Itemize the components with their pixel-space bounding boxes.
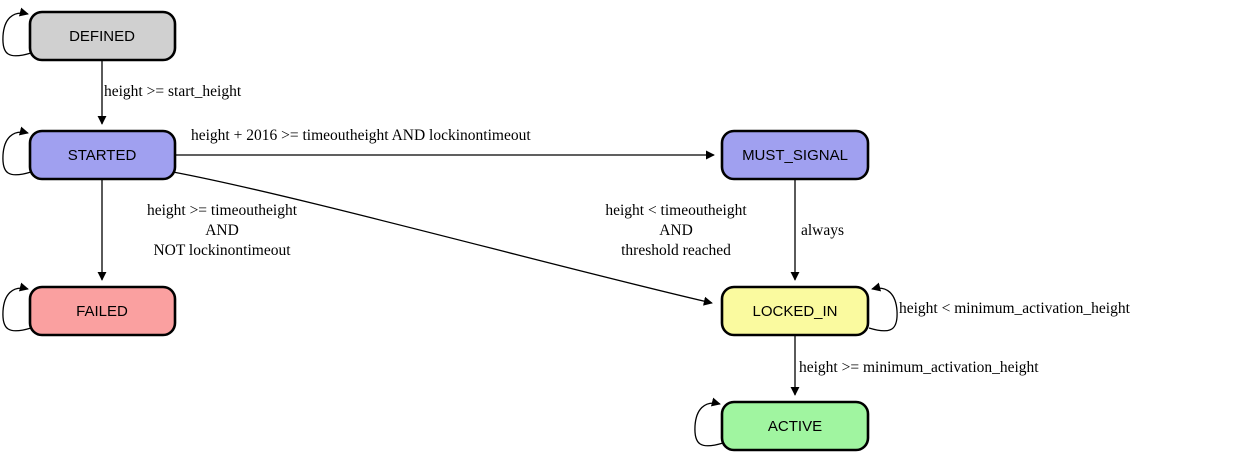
state-box-must-signal[interactable] <box>720 129 870 181</box>
state-label-started: STARTED <box>68 147 137 164</box>
state-label-failed: FAILED <box>76 303 128 320</box>
state-label-active: ACTIVE <box>768 418 822 435</box>
edge-label-must-signal-to-locked-in: always <box>801 222 844 239</box>
state-label-defined: DEFINED <box>69 28 135 45</box>
state-box-started[interactable] <box>28 129 177 181</box>
edge-started-to-locked-in <box>172 171 713 306</box>
state-node-active[interactable]: ACTIVE <box>720 400 870 452</box>
state-box-locked-in[interactable] <box>720 285 870 337</box>
edge-label-started-to-locked-in-line-3: threshold reached <box>621 242 731 259</box>
edge-label-started-to-failed-line-2: AND <box>205 222 239 239</box>
edge-label-defined-to-started: height >= start_height <box>104 83 242 100</box>
edge-labels-layer: height >= start_height height + 2016 >= … <box>104 83 1131 376</box>
state-box-active[interactable] <box>720 400 870 452</box>
state-node-failed[interactable]: FAILED <box>28 285 177 337</box>
edge-label-started-to-failed: height >= timeoutheight AND NOT lockinon… <box>147 202 298 259</box>
self-loop-active <box>694 397 724 447</box>
state-node-locked-in[interactable]: LOCKED_IN <box>720 285 870 337</box>
self-loop-locked-in <box>868 282 898 332</box>
state-node-defined[interactable]: DEFINED <box>28 10 177 62</box>
state-node-started[interactable]: STARTED <box>28 129 177 181</box>
edges-layer <box>2 7 898 447</box>
edge-label-started-to-locked-in-line-2: AND <box>659 222 693 239</box>
edge-label-started-to-locked-in: height < timeoutheight AND threshold rea… <box>605 202 747 259</box>
self-loop-failed <box>2 282 32 332</box>
edge-label-started-to-must-signal: height + 2016 >= timeoutheight AND locki… <box>191 127 531 144</box>
edge-label-started-to-failed-line-1: height >= timeoutheight <box>147 202 298 219</box>
state-node-must-signal[interactable]: MUST_SIGNAL <box>720 129 870 181</box>
edge-label-started-to-failed-line-3: NOT lockinontimeout <box>153 242 291 259</box>
edge-label-locked-in-self-loop: height < minimum_activation_height <box>899 300 1131 317</box>
state-box-failed[interactable] <box>28 285 177 337</box>
state-box-defined[interactable] <box>28 10 177 62</box>
state-label-locked-in: LOCKED_IN <box>752 303 837 320</box>
self-loop-started <box>2 126 32 176</box>
state-label-must-signal: MUST_SIGNAL <box>742 147 848 164</box>
states-layer: DEFINED STARTED FAILED MUST_SIGNAL LOCKE… <box>28 10 870 452</box>
self-loop-defined <box>2 7 32 57</box>
edge-label-locked-in-to-active: height >= minimum_activation_height <box>799 359 1039 376</box>
edge-label-started-to-locked-in-line-1: height < timeoutheight <box>605 202 747 219</box>
